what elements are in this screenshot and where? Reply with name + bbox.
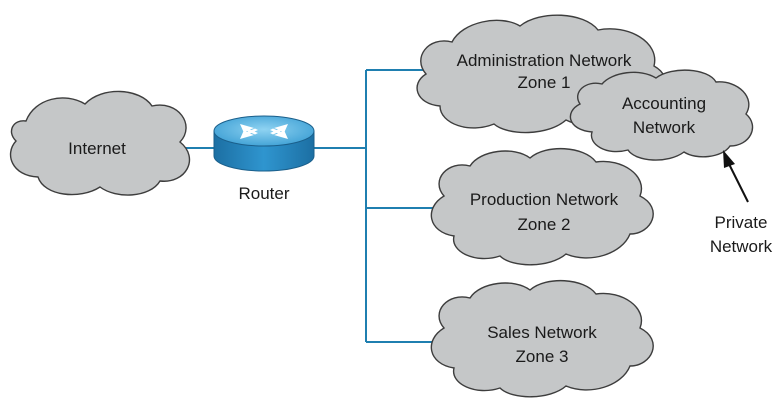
zone-2-title: Production Network xyxy=(470,190,619,209)
arrow-shaft xyxy=(727,161,749,203)
zone-2-cloud: Production Network Zone 2 xyxy=(430,147,654,266)
internet-cloud-shape xyxy=(9,90,191,196)
router-top xyxy=(213,115,315,147)
zone-2-subtitle: Zone 2 xyxy=(518,215,571,234)
private-network-arrow xyxy=(723,150,749,203)
accounting-cloud-shape xyxy=(569,69,754,161)
router-arrows-icon xyxy=(240,124,288,139)
arrow-head-icon xyxy=(723,150,735,168)
router-icon: Router xyxy=(213,115,315,203)
private-network-label-line1: Private xyxy=(715,213,768,232)
router-label: Router xyxy=(238,184,289,203)
internet-cloud: Internet xyxy=(9,90,191,196)
accounting-subtitle: Network xyxy=(633,118,696,137)
zone-1-title: Administration Network xyxy=(457,51,632,70)
internet-label: Internet xyxy=(68,139,126,158)
accounting-cloud: Accounting Network xyxy=(569,69,754,161)
zone-1-subtitle: Zone 1 xyxy=(518,73,571,92)
zone-3-title: Sales Network xyxy=(487,323,597,342)
private-network-label-line2: Network xyxy=(710,237,773,256)
zone-2-cloud-shape xyxy=(430,147,654,266)
zone-3-subtitle: Zone 3 xyxy=(516,347,569,366)
zone-3-cloud-shape xyxy=(430,279,654,398)
connections xyxy=(178,69,440,343)
zone-3-cloud: Sales Network Zone 3 xyxy=(430,279,654,398)
accounting-title: Accounting xyxy=(622,94,706,113)
